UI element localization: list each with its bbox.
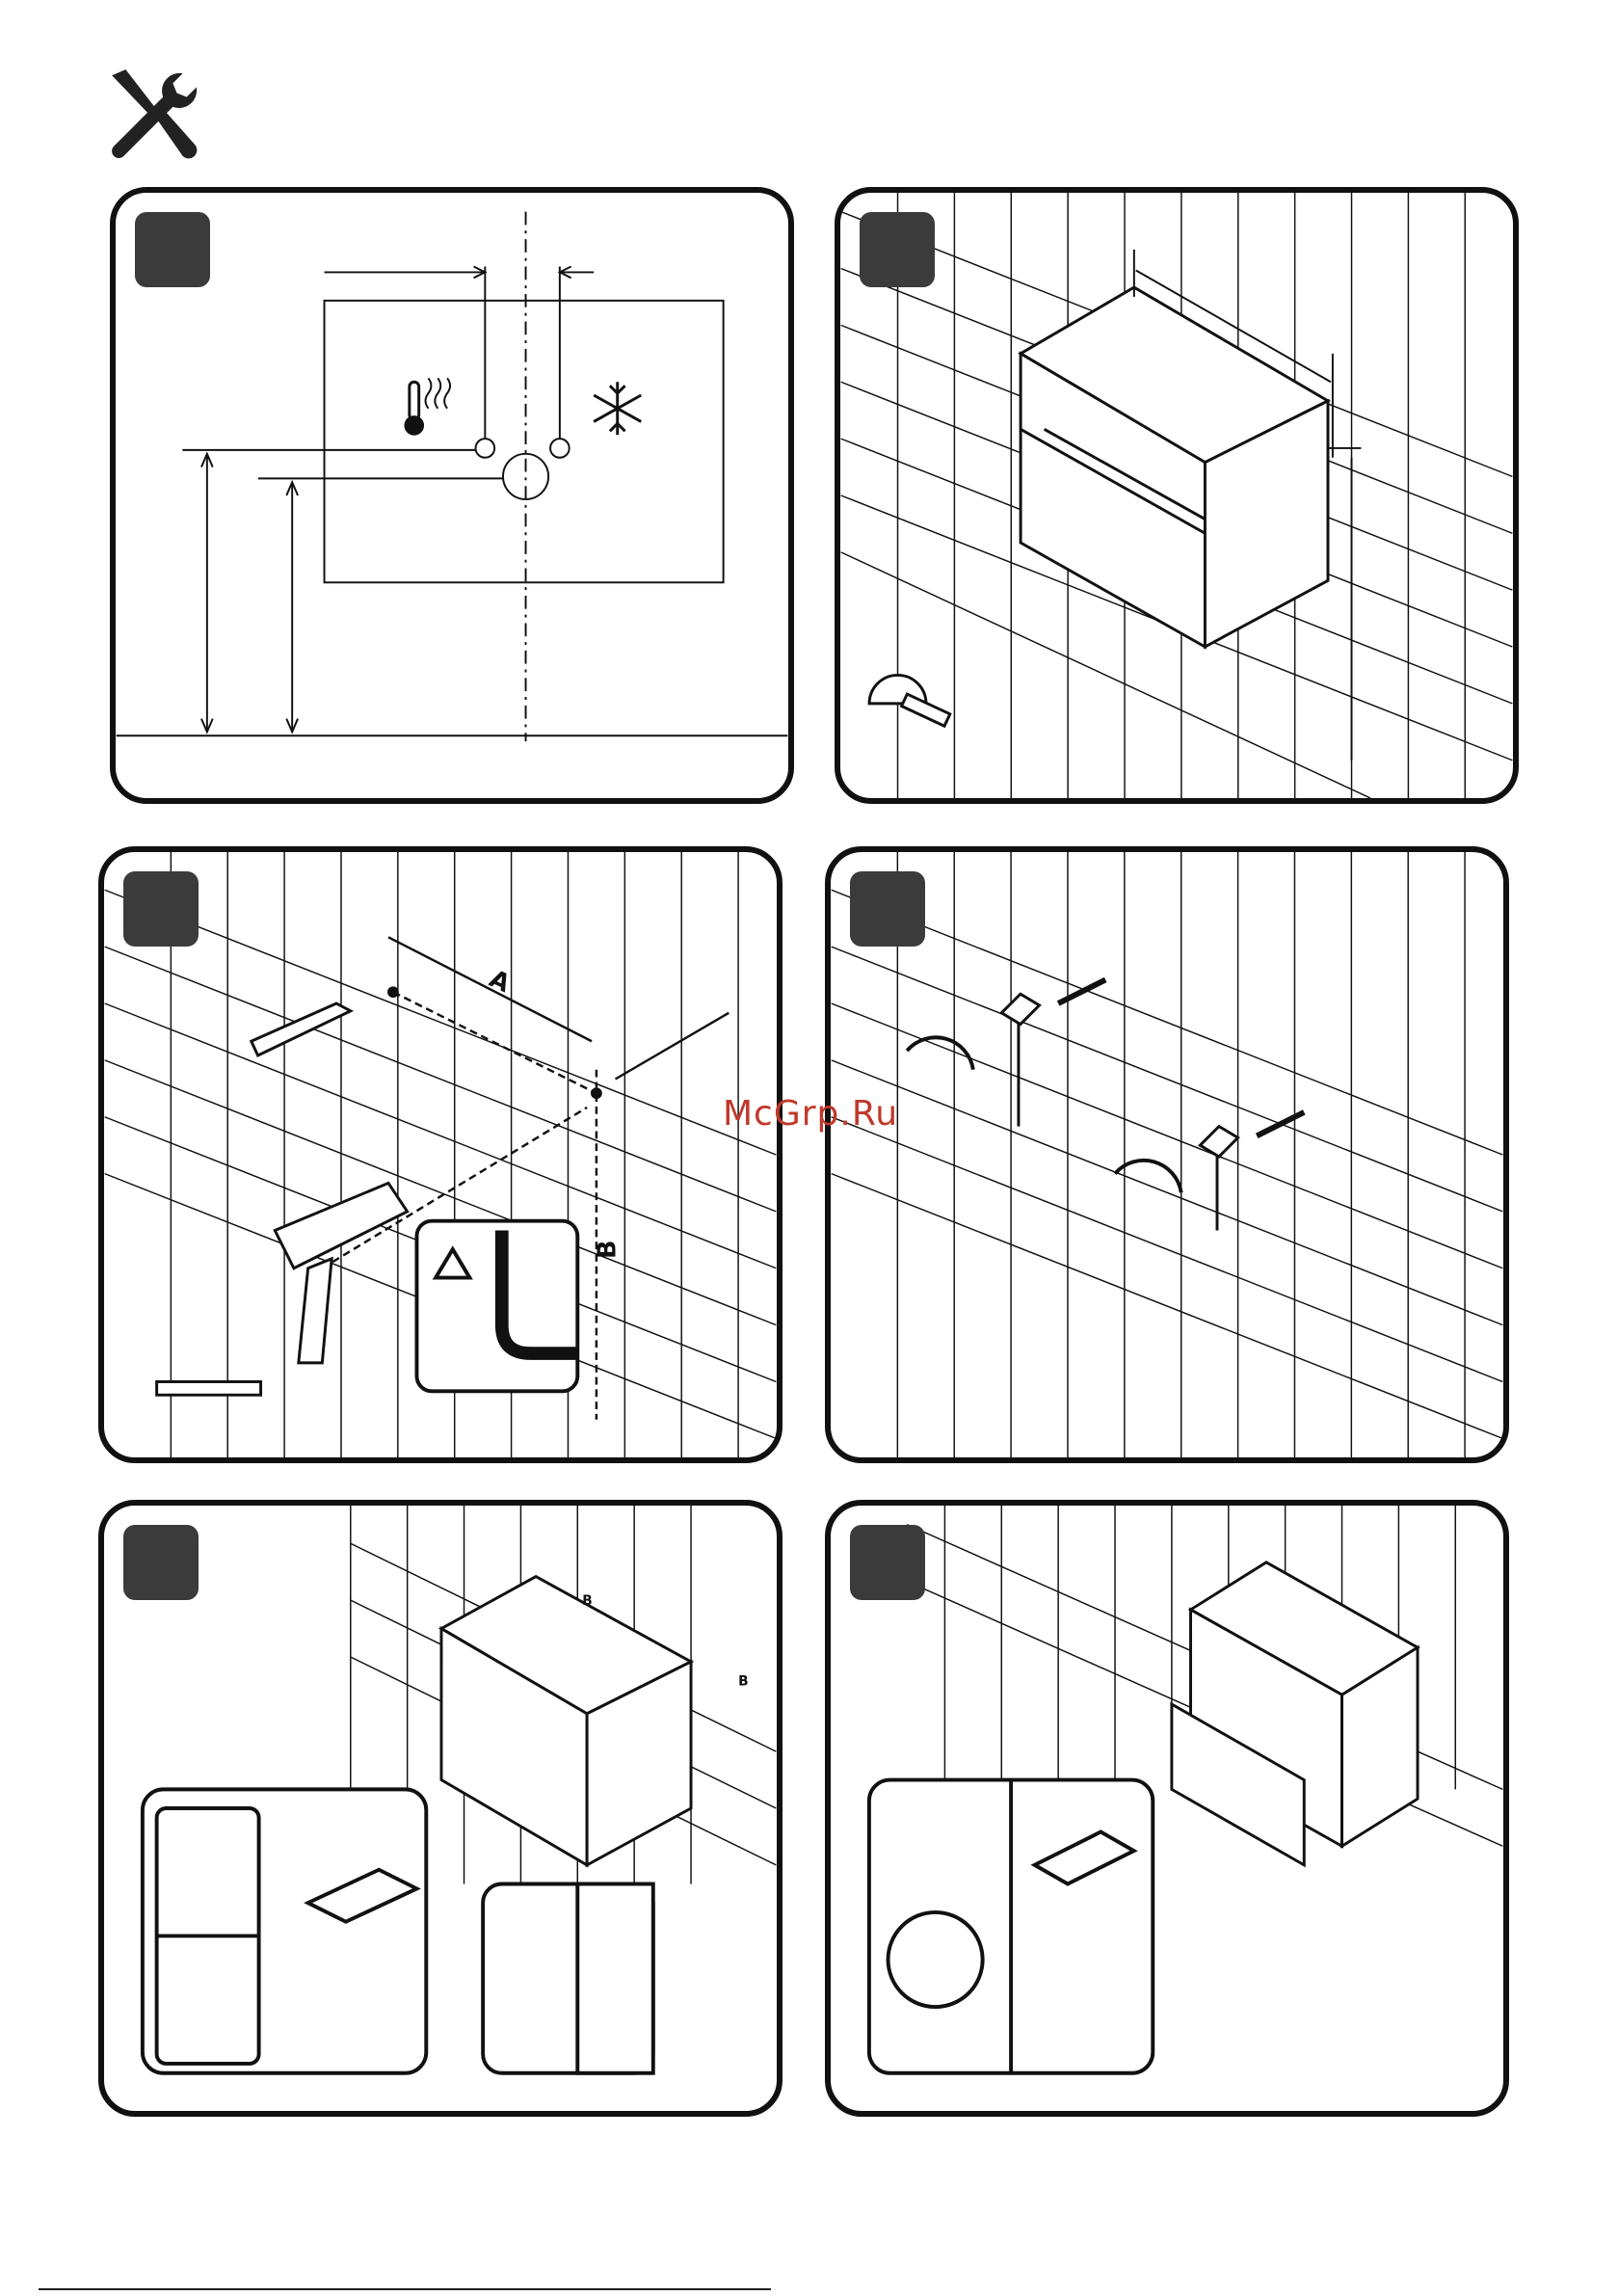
step-badge-3 <box>123 871 199 947</box>
mark-and-drill-drawing: A B <box>104 852 777 1457</box>
tile-grid <box>832 852 1503 1457</box>
panel-5-hang-cabinet: B B <box>98 1500 782 2117</box>
watermark: McGrp.Ru <box>723 1094 898 1134</box>
step-badge-6 <box>850 1525 925 1600</box>
drawer-adjust-drawing <box>831 1506 1503 2111</box>
warning-inset <box>416 1221 577 1392</box>
plumbing-layout-drawing <box>116 193 788 798</box>
panel-3-mark-and-drill: A B <box>98 846 782 1463</box>
step-badge-2 <box>860 212 935 287</box>
cold-water-icon <box>594 382 641 435</box>
tools-icon <box>104 66 202 164</box>
step-badge-1 <box>135 212 210 287</box>
dimension-b-label: B <box>594 1241 623 1259</box>
panel-2-measure-cabinet <box>835 187 1519 804</box>
drill-bit-icon <box>157 1382 261 1396</box>
anchor-hook-upper <box>1001 979 1105 1126</box>
hang-cabinet-drawing: B B <box>104 1506 777 2111</box>
arrow-label-1: B <box>582 1593 592 1609</box>
anchor-hook-lower <box>1200 1112 1304 1231</box>
hook-detail-inset <box>483 1884 653 2073</box>
hot-water-icon <box>406 378 450 434</box>
dimension-a-label: A <box>485 965 515 1000</box>
wall-anchors-drawing <box>831 852 1503 1457</box>
step-badge-4 <box>850 871 925 947</box>
panel-1-plumbing-layout <box>110 187 794 804</box>
panel-6-drawer-adjust <box>825 1500 1509 2117</box>
panel-4-wall-anchors <box>825 846 1509 1463</box>
pencil-icon <box>252 1003 351 1055</box>
arrow-label-2: B <box>738 1673 748 1689</box>
bracket-adjust-inset <box>143 1789 426 2072</box>
measure-cabinet-drawing <box>840 193 1513 798</box>
drawer-slide-inset <box>869 1780 1153 2073</box>
tape-measure-icon <box>869 675 950 726</box>
step-badge-5 <box>123 1525 199 1600</box>
footer-divider <box>39 2288 771 2290</box>
